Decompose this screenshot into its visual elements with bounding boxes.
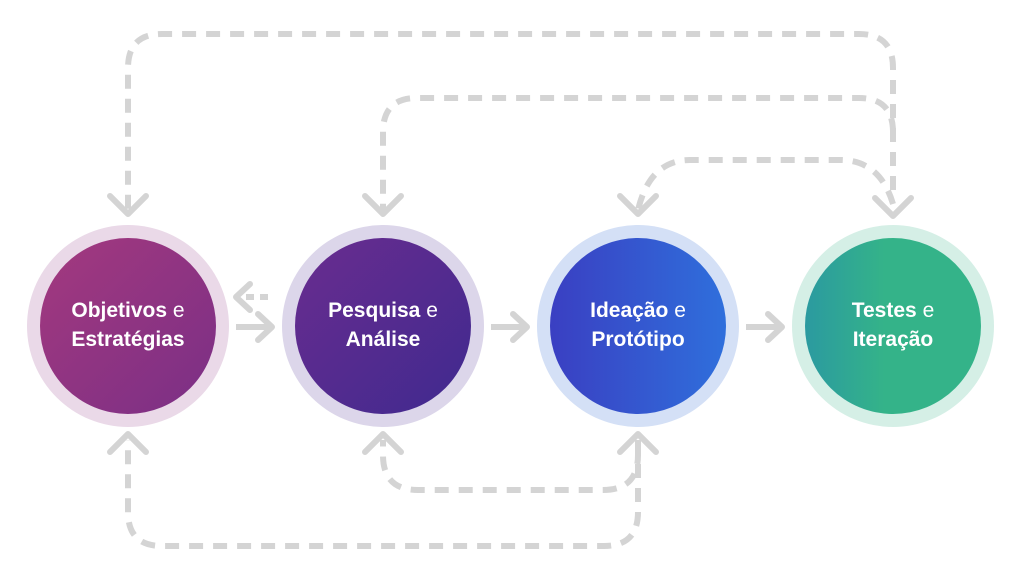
node-objetivos [40, 238, 216, 414]
arrowhead-up-ideacao [617, 431, 659, 455]
arrowhead-up-objetivos [107, 431, 149, 455]
node-title-line1: Pesquisa [328, 299, 421, 322]
arrowhead-down-objetivos [107, 193, 149, 217]
feedback-arrow-ideacao-to-pesquisa [380, 440, 641, 493]
node-ideacao-label: Ideação e Protótipo [553, 296, 723, 354]
arrowhead-down-pesquisa [362, 193, 404, 217]
node-testes-label: Testes e Iteração [808, 296, 978, 354]
arrowhead-down-testes [872, 195, 914, 219]
node-title-line1: Testes [851, 299, 917, 322]
node-connector-word: e [426, 299, 438, 322]
node-title-line2: Estratégias [71, 328, 185, 351]
feedback-arrow-testes-to-ideacao [635, 157, 896, 211]
node-connector-word: e [922, 299, 935, 322]
feedback-arrow-testes-to-objetivos [125, 31, 896, 212]
arrowhead-up-pesquisa [362, 431, 404, 455]
node-ideacao [550, 238, 726, 414]
node-title-line1: Objetivos [71, 299, 168, 322]
node-connector-word: e [172, 299, 185, 322]
arrowhead-right-pesquisa [255, 311, 275, 343]
node-pesquisa [295, 238, 471, 414]
feedback-arrow-testes-to-pesquisa [380, 95, 896, 212]
node-title-line2: Iteração [852, 328, 934, 351]
node-title-line2: Protótipo [591, 328, 685, 351]
node-testes [805, 238, 981, 414]
arrowhead-right-ideacao [510, 311, 530, 343]
node-title-line2: Análise [345, 328, 421, 351]
node-connector-word: e [674, 299, 686, 322]
feedback-arrow-ideacao-to-objetivos [125, 440, 641, 549]
node-objetivos-label: Objetivos e Estratégias [43, 296, 213, 354]
node-pesquisa-label: Pesquisa e Análise [298, 296, 468, 354]
node-title-line1: Ideação [590, 299, 669, 322]
arrowhead-right-testes [765, 311, 785, 343]
arrowhead-down-ideacao [617, 193, 659, 217]
arrowhead-left-objetivos [233, 281, 253, 313]
